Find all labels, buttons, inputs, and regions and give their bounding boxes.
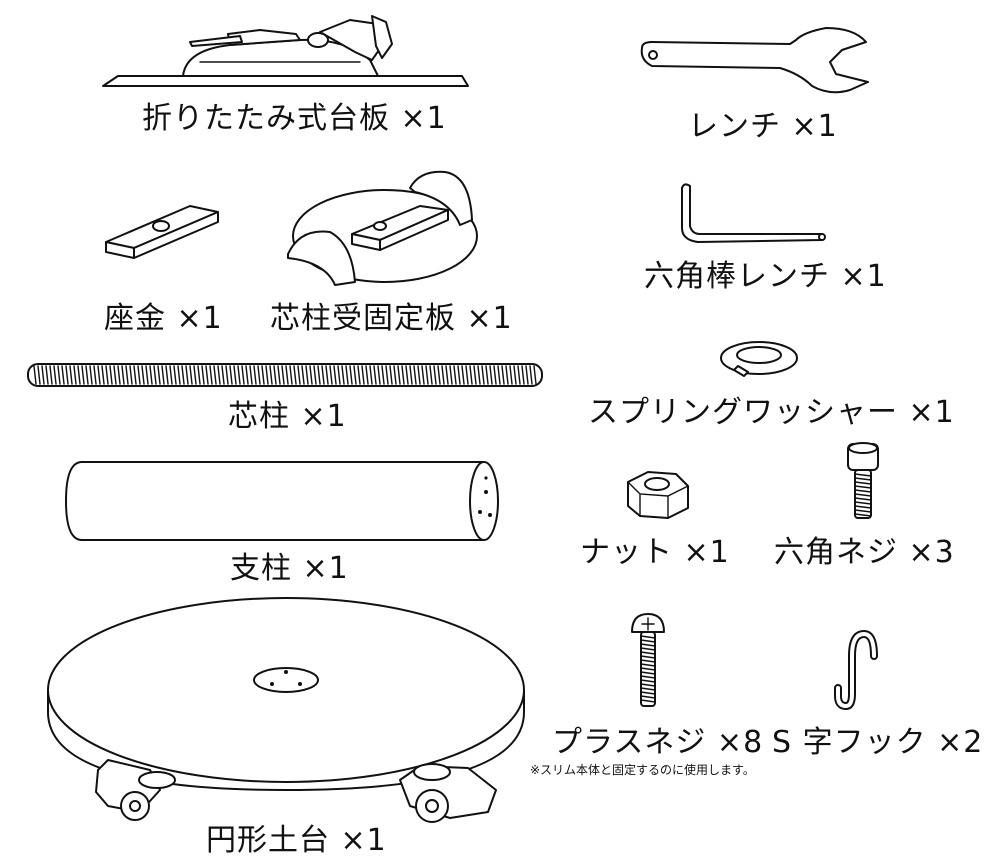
spring-washer-drawing [720,341,798,377]
label-hex-screw: 六角ネジ ×3 [774,535,955,570]
round-base-drawing [47,597,525,823]
label-washer-plate: 座金 ×1 [104,301,223,336]
folding-plate-drawing [102,15,469,87]
nut-drawing [627,471,689,519]
phillips-screw-drawing [631,613,665,707]
hex-wrench-drawing [681,183,826,243]
core-pole-drawing [27,363,543,387]
label-hex-wrench: 六角棒レンチ ×1 [644,259,887,294]
label-core-support-plate: 芯柱受固定板 ×1 [270,301,513,336]
note-s-hook: ※スリム本体と固定するのに使用します。 [530,763,755,777]
label-support-pole: 支柱 ×1 [230,551,349,586]
washer-plate-drawing [105,205,219,259]
s-hook-drawing [834,629,878,711]
label-wrench: レンチ ×1 [688,109,838,144]
label-core-pole: 芯柱 ×1 [228,399,347,434]
label-round-base: 円形土台 ×1 [206,823,387,858]
core-support-plate-drawing [287,170,478,286]
wrench-drawing [640,27,869,94]
label-phillips-screw: プラスネジ ×8 [552,725,764,760]
hex-screw-drawing [847,442,879,519]
label-folding-plate: 折りたたみ式台板 ×1 [142,101,447,136]
label-spring-washer: スプリングワッシャー ×1 [588,395,955,430]
label-s-hook: S 字フック ×2 [772,725,984,760]
label-nut: ナット ×1 [580,535,730,570]
support-pole-drawing [65,461,499,541]
